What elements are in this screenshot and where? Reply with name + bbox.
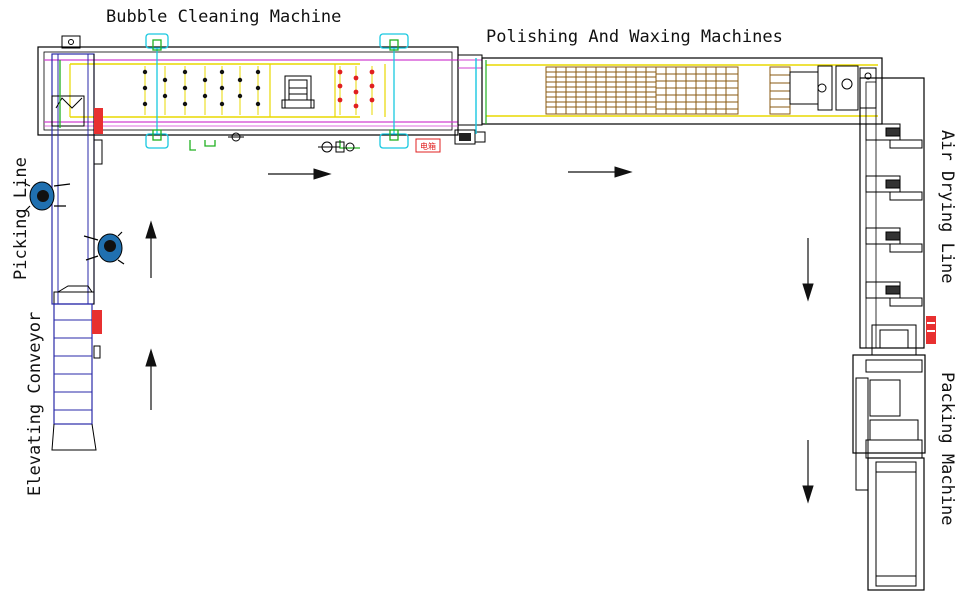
label-packing-machine: Packing Machine (937, 372, 957, 526)
air-drying-line (859, 77, 936, 349)
pump-valves (228, 132, 355, 153)
polishing-waxing-machines (475, 57, 883, 134)
label-polishing-waxing: Polishing And Waxing Machines (486, 27, 783, 47)
air-blowers (865, 123, 923, 307)
green-fittings (152, 39, 399, 151)
motor-picking (94, 108, 103, 134)
motor-dryer (926, 316, 936, 344)
label-air-drying-line: Air Drying Line (937, 130, 957, 284)
label-elevating-conveyor: Elevating Conveyor (25, 312, 45, 496)
label-bubble-cleaning: Bubble Cleaning Machine (106, 7, 341, 27)
bubble-cleaning-machine: 电箱 (37, 33, 486, 153)
polish-brush-rollers (545, 66, 657, 115)
bubble-nozzles-red (337, 66, 375, 115)
flow-arrows (145, 166, 814, 504)
worker-2 (83, 231, 125, 265)
dry-brush-rollers (769, 66, 791, 115)
elevating-conveyor (51, 285, 102, 451)
control-box: 电箱 (415, 138, 441, 153)
worker-1 (21, 181, 71, 213)
wax-brush-rollers (655, 66, 739, 115)
label-picking-line: Picking Line (11, 157, 31, 280)
blower-unit (281, 75, 315, 109)
cyan-rollers (145, 33, 409, 149)
wax-unit (789, 65, 877, 111)
control-box-label: 电箱 (420, 141, 436, 151)
bubble-nozzles-black (142, 66, 261, 115)
packing-machine (852, 324, 926, 591)
picking-line (21, 53, 125, 305)
